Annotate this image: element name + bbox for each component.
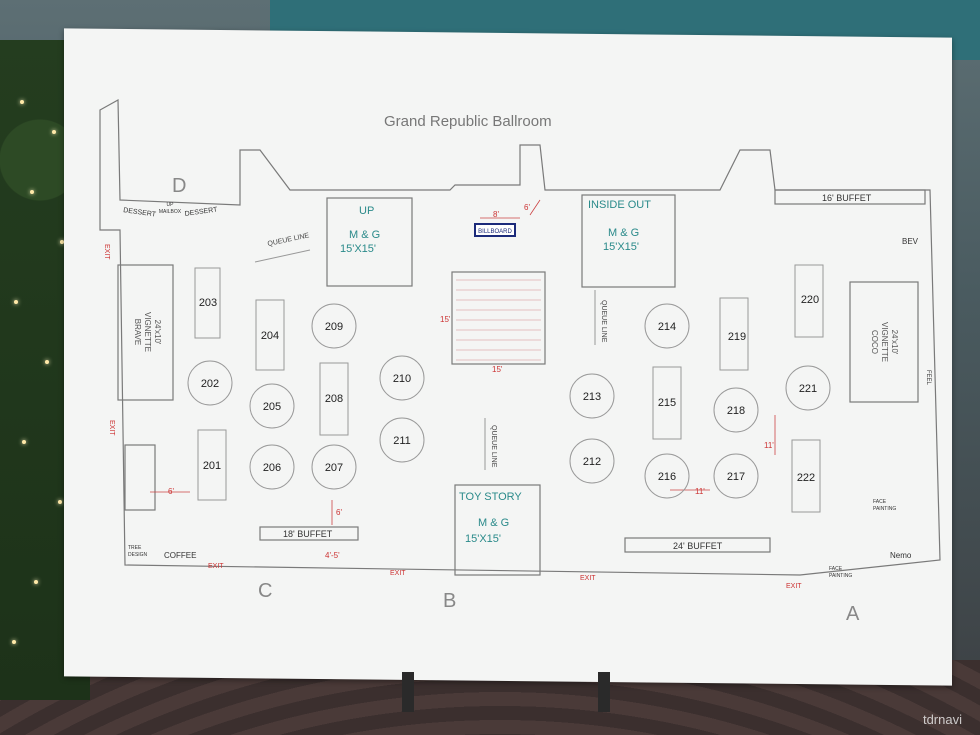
room-inside-out-name: INSIDE OUT: [588, 199, 651, 211]
queue-line-toy-story: QUEUE LINE: [490, 425, 497, 468]
table-202: 202: [201, 378, 219, 390]
table-212: 212: [583, 456, 601, 468]
table-206: 206: [263, 462, 281, 474]
dim-aisle-11-vertical: 11': [764, 441, 774, 450]
table-209: 209: [325, 321, 343, 333]
brave-vignette-name: BRAVE: [133, 319, 142, 346]
table-222: 222: [797, 472, 815, 484]
room-toy-story-name: TOY STORY: [459, 491, 522, 503]
coco-vignette-label: VIGNETTE: [880, 322, 889, 362]
table-207: 207: [325, 462, 343, 474]
bev-label: BEV: [902, 237, 919, 246]
table-201: 201: [203, 460, 221, 472]
table-221: 221: [799, 383, 817, 395]
exit-c: EXIT: [208, 563, 224, 570]
door-d: D: [172, 175, 186, 197]
exit-b-left: EXIT: [390, 570, 406, 577]
tree-design-line2: DESIGN: [128, 552, 148, 558]
exit-b-right: EXIT: [580, 575, 596, 582]
table-203: 203: [199, 297, 217, 309]
coco-vignette-name: COCO: [870, 330, 879, 354]
watermark: tdrnavi: [922, 712, 962, 727]
dim-aisle-6: 6': [336, 508, 342, 517]
table-205: 205: [263, 401, 281, 413]
dim-billboard-gap: 6': [524, 203, 530, 212]
table-208: 208: [325, 393, 343, 405]
nemo-label: Nemo: [890, 551, 912, 560]
table-220: 220: [801, 294, 819, 306]
queue-line-inside-out: QUEUE LINE: [600, 300, 607, 343]
coffee-label: COFFEE: [164, 551, 196, 560]
exit-a: EXIT: [786, 583, 802, 590]
coco-vignette-size: 24'x10': [890, 330, 899, 355]
queue-line-up: QUEUE LINE: [267, 232, 310, 248]
dim-dancefloor-width: 15': [492, 365, 503, 374]
billboard-label: BILLBOARD: [478, 229, 512, 235]
table-213: 213: [583, 391, 601, 403]
up-mailbox-line2: MAILBOX: [159, 209, 182, 215]
face-painting-2-line2: PAINTING: [829, 573, 852, 579]
exit-left-bottom: EXIT: [108, 420, 115, 436]
room-inside-out-size: 15'X15': [603, 241, 639, 253]
table-214: 214: [658, 321, 676, 333]
room-up-label: M & G: [349, 229, 380, 241]
door-c: C: [258, 580, 272, 602]
dim-billboard-width: 8': [493, 210, 499, 219]
table-217: 217: [727, 471, 745, 483]
up-mailbox-line1: UP: [167, 202, 175, 208]
dim-aisle-45: 4'-5': [325, 551, 340, 560]
face-painting-1-line2: PAINTING: [873, 506, 896, 512]
feel-label: FEEL: [925, 370, 931, 386]
face-painting-2-line1: FACE: [829, 566, 843, 572]
table-218: 218: [727, 405, 745, 417]
room-up-size: 15'X15': [340, 243, 376, 255]
brave-vignette-size: 24'x10': [153, 320, 162, 345]
room-up-name: UP: [359, 205, 374, 217]
brave-vignette-label: VIGNETTE: [143, 312, 152, 352]
easel-leg-left: [402, 672, 414, 712]
buffet-18: 18' BUFFET: [283, 529, 333, 539]
room-toy-story-label: M & G: [478, 517, 509, 529]
plan-title: Grand Republic Ballroom: [384, 113, 552, 130]
table-219: 219: [728, 331, 746, 343]
door-b: B: [443, 590, 456, 612]
face-painting-1-line1: FACE: [873, 499, 887, 505]
room-toy-story-size: 15'X15': [465, 533, 501, 545]
dim-dancefloor-height: 15': [440, 315, 451, 324]
buffet-16: 16' BUFFET: [822, 193, 872, 203]
room-inside-out-label: M & G: [608, 227, 639, 239]
dessert-right: DESSERT: [184, 206, 218, 218]
easel-leg-right: [598, 672, 610, 712]
table-216: 216: [658, 471, 676, 483]
exit-left-top: EXIT: [103, 244, 110, 260]
table-204: 204: [261, 330, 279, 342]
table-210: 210: [393, 373, 411, 385]
table-215: 215: [658, 397, 676, 409]
tree-design-line1: TREE: [128, 545, 142, 551]
buffet-24: 24' BUFFET: [673, 541, 723, 551]
door-a: A: [846, 603, 860, 625]
table-211: 211: [393, 435, 411, 447]
dim-aisle-11-horizontal: 11': [695, 487, 705, 496]
dim-aisle-6-left: 6': [168, 487, 174, 496]
dessert-left: DESSERT: [123, 207, 157, 219]
